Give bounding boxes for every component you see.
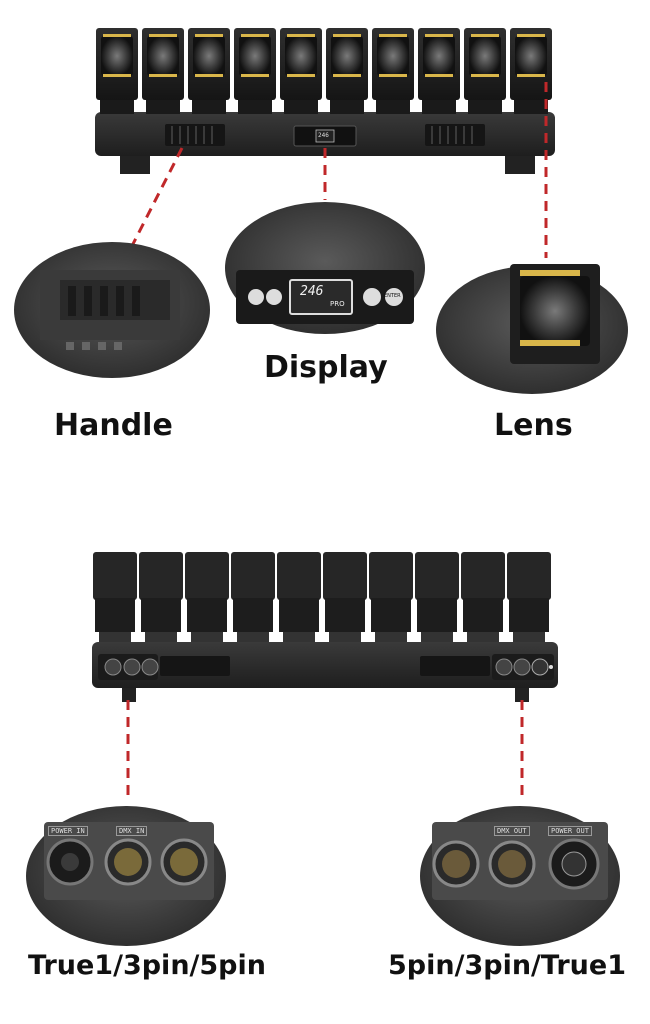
top-head bbox=[234, 28, 276, 114]
top-head bbox=[142, 28, 184, 114]
dmx-out-label: DMX OUT bbox=[494, 826, 530, 836]
bottom-fixture bbox=[92, 642, 558, 702]
bottom-fixture-heads bbox=[93, 552, 551, 642]
display-enter-label: ENTER bbox=[384, 293, 401, 299]
handle-zoom bbox=[14, 242, 210, 378]
top-head bbox=[280, 28, 322, 114]
bottom-head bbox=[415, 552, 459, 642]
top-head bbox=[418, 28, 460, 114]
input-ports-zoom bbox=[26, 806, 226, 946]
input-ports-label: True1/3pin/5pin bbox=[28, 950, 266, 981]
power-in-label: POWER IN bbox=[48, 826, 88, 836]
bottom-head bbox=[231, 552, 275, 642]
leader-lines bbox=[126, 82, 548, 800]
lens-label: Lens bbox=[494, 408, 573, 443]
top-head bbox=[372, 28, 414, 114]
bottom-head bbox=[369, 552, 413, 642]
bottom-head bbox=[507, 552, 551, 642]
bottom-head bbox=[185, 552, 229, 642]
top-head bbox=[188, 28, 230, 114]
dmx-in-label: DMX IN bbox=[116, 826, 148, 836]
top-head bbox=[510, 28, 552, 114]
bottom-head bbox=[277, 552, 321, 642]
top-head bbox=[464, 28, 506, 114]
output-ports-label: 5pin/3pin/True1 bbox=[388, 950, 626, 981]
bottom-head bbox=[93, 552, 137, 642]
handle-label: Handle bbox=[54, 408, 173, 443]
top-head bbox=[96, 28, 138, 114]
bottom-head bbox=[323, 552, 367, 642]
top-display-value: 246 bbox=[318, 132, 329, 139]
display-label: Display bbox=[264, 350, 388, 385]
display-zoom-value: 246 bbox=[300, 284, 324, 299]
bottom-head bbox=[461, 552, 505, 642]
output-ports-zoom bbox=[420, 806, 620, 946]
display-zoom-suffix: PRO bbox=[330, 300, 345, 308]
power-out-label: POWER OUT bbox=[548, 826, 592, 836]
display-zoom bbox=[225, 202, 425, 334]
top-fixture bbox=[95, 112, 555, 174]
top-head bbox=[326, 28, 368, 114]
bottom-head bbox=[139, 552, 183, 642]
lens-zoom bbox=[436, 264, 628, 394]
top-fixture-heads bbox=[96, 28, 552, 114]
